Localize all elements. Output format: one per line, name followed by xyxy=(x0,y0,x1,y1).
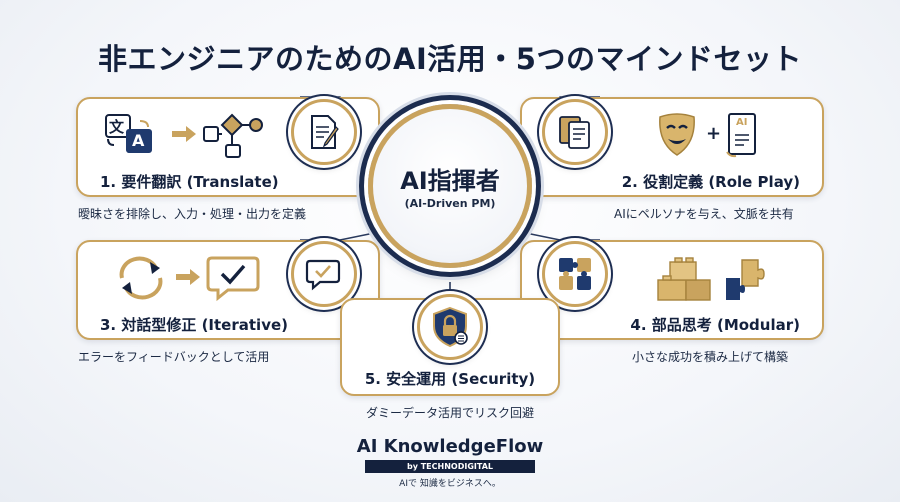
page-title: 非エンジニアのためのAI活用・5つのマインドセット xyxy=(98,42,802,76)
plus-icon: + xyxy=(706,123,722,144)
brand-logo: AI KnowledgeFlow by TECHNODIGITAL AIで 知識… xyxy=(340,436,560,489)
card-description: 小さな成功を積み上げて構築 xyxy=(632,350,789,364)
cycle-arrows-icon xyxy=(119,256,163,300)
shield-lock-icon xyxy=(433,306,468,348)
card-label: 5. 安全運用 (Security) xyxy=(364,370,536,388)
blocks-icon xyxy=(657,257,711,301)
scroll-ai-icon: AI xyxy=(726,111,760,159)
connector-3 xyxy=(300,231,380,241)
arrow-right-icon xyxy=(172,126,196,142)
badge-translate xyxy=(291,99,357,165)
hub-circle: AI指揮者 (AI-Driven PM) xyxy=(368,104,532,268)
chat-check-icon xyxy=(305,259,341,291)
translate-latin: A xyxy=(132,131,145,150)
card-description: エラーをフィードバックとして活用 xyxy=(78,350,270,364)
hub-subtitle: (AI-Driven PM) xyxy=(404,197,496,210)
brand-tagline: AIで 知識をビジネスへ。 xyxy=(399,479,501,489)
brand-by: by TECHNODIGITAL xyxy=(365,460,535,473)
brand-name: AI KnowledgeFlow xyxy=(356,436,544,457)
card-description: AIにペルソナを与え、文脈を共有 xyxy=(614,207,794,221)
puzzle-pieces-icon xyxy=(726,259,765,300)
flowchart-icon xyxy=(203,113,263,158)
document-pen-icon xyxy=(311,115,339,149)
documents-icon xyxy=(559,116,590,149)
hub-title: AI指揮者 xyxy=(400,167,500,195)
translate-char: 文 xyxy=(109,118,125,136)
card-label: 4. 部品思考 (Modular) xyxy=(630,316,800,334)
translate-icon: 文 A xyxy=(104,113,164,157)
badge-role-play xyxy=(542,99,608,165)
card-label: 2. 役割定義 (Role Play) xyxy=(621,173,800,191)
card-label: 1. 要件翻訳 (Translate) xyxy=(100,173,279,191)
card-description: 曖昧さを排除し、入力・処理・出力を定義 xyxy=(78,207,307,221)
card-label: 3. 対話型修正 (Iterative) xyxy=(100,316,288,334)
theater-mask-icon xyxy=(659,113,695,156)
connector-4 xyxy=(520,231,600,241)
badge-security xyxy=(417,294,483,360)
puzzle-icon xyxy=(559,258,591,290)
card-description: ダミーデータ活用でリスク回避 xyxy=(365,406,534,420)
arrow-right-icon xyxy=(176,269,200,285)
scroll-ai-label: AI xyxy=(736,117,748,128)
speech-check-icon xyxy=(206,256,260,302)
badge-modular xyxy=(542,241,608,307)
badge-iterative xyxy=(291,241,357,307)
